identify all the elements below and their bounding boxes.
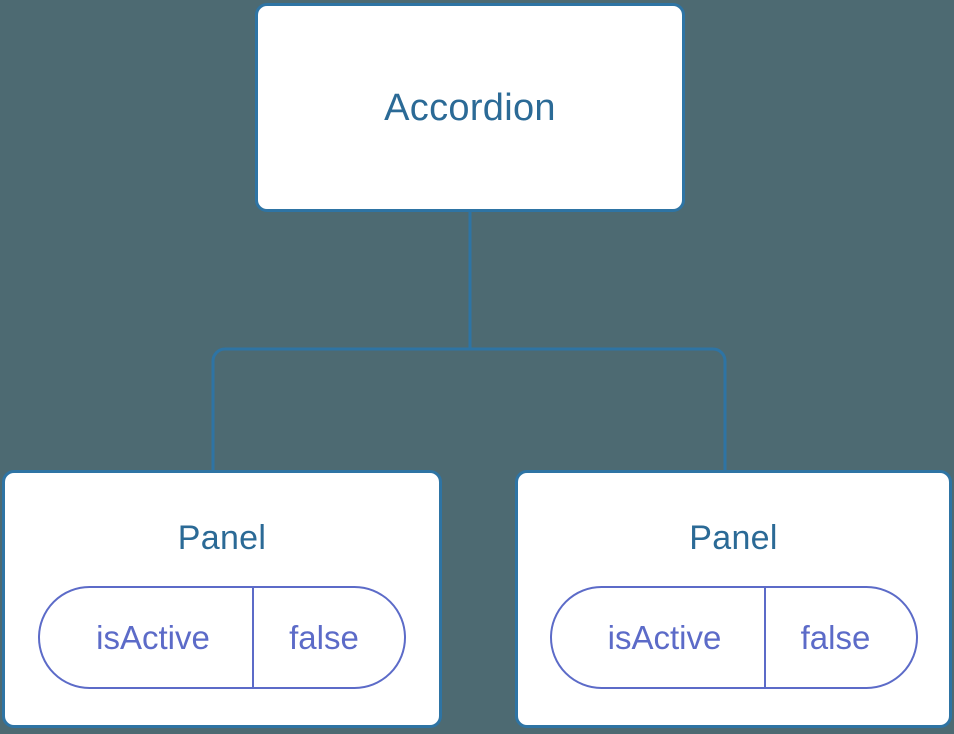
state-pill-panel-0[interactable]: isActive false [38,586,406,689]
connector-to-panel-0 [211,347,470,472]
node-panel-0-label: Panel [177,519,267,557]
node-accordion-label: Accordion [384,86,556,129]
node-panel-0[interactable]: Panel isActive false [2,470,442,728]
state-value-panel-1: false [800,619,871,656]
state-key-panel-1: isActive [552,588,766,687]
node-panel-1[interactable]: Panel isActive false [515,470,952,728]
state-key-panel-0: isActive [40,588,254,687]
node-accordion[interactable]: Accordion [255,3,685,212]
state-value-panel-0: false [289,619,359,656]
state-pill-panel-1[interactable]: isActive false [549,586,918,689]
connector-to-panel-1 [470,347,727,472]
node-panel-1-label: Panel [689,519,778,557]
